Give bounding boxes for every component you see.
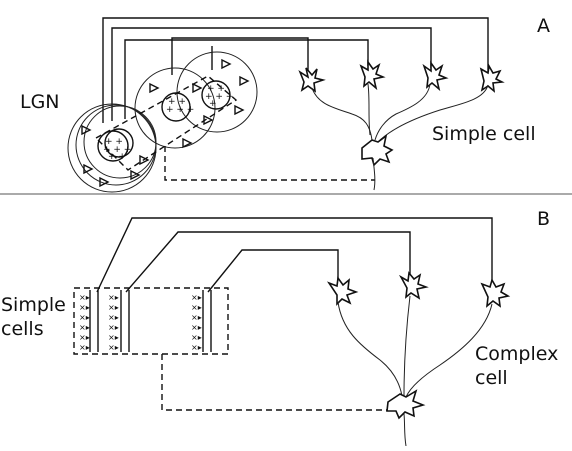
svg-text:×▸: ×▸ <box>191 303 202 312</box>
svg-text:×▸: ×▸ <box>191 323 202 332</box>
axon-path <box>311 87 373 141</box>
triangle <box>83 163 94 175</box>
svg-text:×▸: ×▸ <box>79 333 90 342</box>
svg-text:+ + +: + + + <box>103 145 131 155</box>
simple-cell-soma <box>361 134 394 167</box>
svg-text:+: + <box>209 99 217 109</box>
simple-cells-box <box>73 287 229 355</box>
svg-text:×▸: ×▸ <box>108 303 119 312</box>
triangle <box>149 82 160 94</box>
svg-text:×▸: ×▸ <box>191 343 202 352</box>
lgn-receptive-fields <box>67 51 258 193</box>
svg-text:+ +: + + <box>207 84 225 94</box>
panel-b: ×▸ ×▸ ×▸ ×▸ ×▸ ×▸ ×▸ ×▸ ×▸ ×▸ ×▸ ×▸ ×▸ ×… <box>1 208 558 447</box>
triangle <box>221 58 232 70</box>
converging-axons-b <box>337 295 493 398</box>
neuron-soma <box>480 277 511 308</box>
converging-axons-a <box>311 83 489 143</box>
axon-1 <box>102 17 489 123</box>
axon-path <box>337 301 403 397</box>
neuron-soma <box>398 271 429 300</box>
complex-dashed-link <box>161 354 392 411</box>
simple-rf-dashed-link <box>164 146 375 181</box>
triangle <box>130 169 141 181</box>
triangle <box>239 75 250 87</box>
svg-text:×▸: ×▸ <box>191 333 202 342</box>
svg-text:×▸: ×▸ <box>79 343 90 352</box>
complex-cell-axon <box>403 413 407 447</box>
simple-cells-label-line1: Simple <box>1 294 66 316</box>
simple-cells-label-line2: cells <box>1 318 44 340</box>
svg-text:+ +: + + <box>168 97 186 107</box>
triangle <box>182 137 193 149</box>
svg-text:+ + +: + + + <box>166 105 194 115</box>
neuron-soma <box>359 59 386 91</box>
complex-cell-label-line2: cell <box>475 367 508 389</box>
complex-cell-soma <box>386 389 426 420</box>
simple-cell-label: Simple cell <box>432 123 536 145</box>
triangle <box>81 124 92 136</box>
axon-path <box>403 295 411 397</box>
simple-field-marks: ×▸ ×▸ ×▸ ×▸ ×▸ ×▸ ×▸ ×▸ ×▸ ×▸ ×▸ ×▸ ×▸ ×… <box>79 293 202 352</box>
axon-1 <box>96 217 493 293</box>
simple-cell-axon <box>372 157 376 191</box>
svg-text:×▸: ×▸ <box>79 313 90 322</box>
on-center-4 <box>201 80 231 110</box>
svg-text:×▸: ×▸ <box>108 333 119 342</box>
simple-field-lines <box>89 290 212 352</box>
surround-ring-5 <box>176 51 258 133</box>
complex-cell-label-line1: Complex <box>475 343 558 365</box>
triangle <box>234 104 245 116</box>
on-center-2 <box>104 128 134 158</box>
surround-ring-4 <box>134 67 216 149</box>
svg-text:×▸: ×▸ <box>191 293 202 302</box>
svg-text:×▸: ×▸ <box>108 293 119 302</box>
simple-cell-axons <box>96 217 493 293</box>
svg-text:+ + +: + + + <box>205 92 233 102</box>
axon-2 <box>125 231 411 293</box>
svg-text:+ +: + + <box>105 137 123 147</box>
svg-text:×▸: ×▸ <box>108 343 119 352</box>
axon-path <box>374 83 431 141</box>
axon-4 <box>171 37 309 75</box>
neuron-soma <box>479 63 505 93</box>
axon-3 <box>207 249 339 293</box>
surround-ring-3 <box>83 105 157 179</box>
svg-text:×▸: ×▸ <box>79 293 90 302</box>
triangle <box>192 82 203 94</box>
neuron-soma <box>422 60 449 92</box>
neuron-soma <box>326 275 359 306</box>
lgn-relay-neurons <box>298 59 505 93</box>
panel-b-letter: B <box>537 208 550 230</box>
panel-a: + + + + + + + + + + + + + + + + + + <box>20 15 550 193</box>
svg-text:×▸: ×▸ <box>191 313 202 322</box>
triangle <box>139 154 150 166</box>
triangle <box>99 176 110 188</box>
lgn-axons <box>102 17 489 123</box>
lgn-label: LGN <box>20 91 60 113</box>
svg-text:×▸: ×▸ <box>79 323 90 332</box>
off-surround-triangles <box>81 58 250 188</box>
axon-2 <box>111 27 432 121</box>
axon-3 <box>124 39 369 119</box>
simple-cell-neurons <box>326 271 511 308</box>
axon-path <box>377 84 489 143</box>
axon-path <box>367 83 371 136</box>
svg-text:×▸: ×▸ <box>79 303 90 312</box>
triangle <box>203 114 214 126</box>
svg-text:+ +: + + <box>108 152 126 162</box>
panel-a-letter: A <box>537 15 550 37</box>
simple-rf-outline <box>94 75 238 171</box>
svg-text:×▸: ×▸ <box>108 323 119 332</box>
axon-path <box>405 303 493 398</box>
on-center-plus-marks: + + + + + + + + + + + + + + + + + + <box>103 84 233 162</box>
neuron-soma <box>298 67 326 93</box>
svg-text:×▸: ×▸ <box>108 313 119 322</box>
